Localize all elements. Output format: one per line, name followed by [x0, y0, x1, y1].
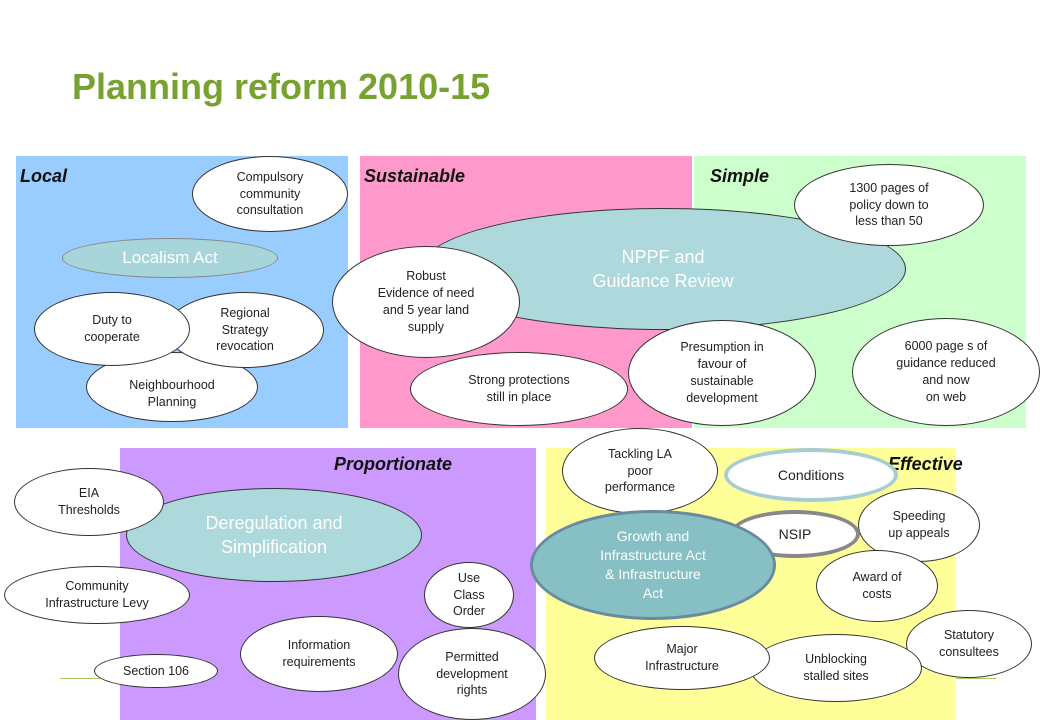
panel-label-effective: Effective	[888, 454, 963, 474]
panel-label-simple: Simple	[710, 166, 770, 186]
node-growth-act: Growth and Infrastructure Act & Infrastr…	[530, 510, 776, 620]
node-duty-to-cooperate: Duty to cooperate	[34, 292, 190, 366]
node-regional-strategy: Regional Strategy revocation	[166, 292, 324, 368]
node-presumption: Presumption in favour of sustainable dev…	[628, 320, 816, 426]
node-permitted: Permitted development rights	[398, 628, 546, 720]
node-tackling-la: Tackling LA poor performance	[562, 428, 718, 514]
node-conditions: Conditions	[724, 448, 898, 502]
node-compulsory-consultation: Compulsory community consultation	[192, 156, 348, 232]
node-unblocking: Unblocking stalled sites	[750, 634, 922, 702]
node-pages-policy: 1300 pages of policy down to less than 5…	[794, 164, 984, 246]
node-major-infra: Major Infrastructure	[594, 626, 770, 690]
node-eia: EIA Thresholds	[14, 468, 164, 536]
panel-label-sustainable: Sustainable	[364, 166, 466, 186]
panel-label-local: Local	[20, 166, 68, 186]
node-information: Information requirements	[240, 616, 398, 692]
node-section106: Section 106	[94, 654, 218, 688]
node-robust-evidence: Robust Evidence of need and 5 year land …	[332, 246, 520, 358]
node-strong-protections: Strong protections still in place	[410, 352, 628, 426]
node-guidance-reduced: 6000 page s of guidance reduced and now …	[852, 318, 1040, 426]
node-cil: Community Infrastructure Levy	[4, 566, 190, 624]
divider-line-left	[60, 678, 120, 679]
node-localism-act: Localism Act	[62, 238, 278, 278]
node-deregulation: Deregulation and Simplification	[126, 488, 422, 582]
node-speeding: Speeding up appeals	[858, 488, 980, 562]
divider-line-right	[956, 678, 996, 679]
node-statutory: Statutory consultees	[906, 610, 1032, 678]
page-title: Planning reform 2010-15	[72, 66, 491, 107]
node-award-costs: Award of costs	[816, 550, 938, 622]
node-use-class: Use Class Order	[424, 562, 514, 628]
panel-label-proportionate: Proportionate	[334, 454, 453, 474]
